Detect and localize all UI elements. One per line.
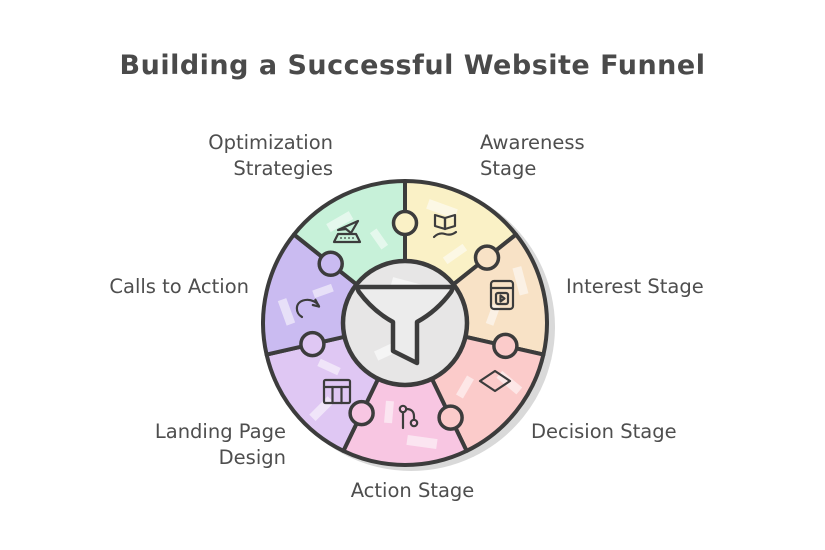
label-optimization-strategies: Optimization Strategies bbox=[208, 131, 333, 180]
launch-icon bbox=[332, 219, 362, 244]
funnel-icon bbox=[355, 284, 455, 366]
label-awareness-stage: Awareness Stage bbox=[480, 131, 585, 180]
label-action-stage: Action Stage bbox=[350, 479, 475, 502]
knob-action-landing bbox=[348, 399, 375, 427]
knob-awareness bbox=[391, 209, 419, 237]
puzzle-wheel bbox=[261, 179, 549, 467]
video-book-icon bbox=[489, 279, 515, 311]
wheel-group bbox=[261, 179, 549, 467]
label-interest-stage: Interest Stage bbox=[566, 275, 704, 298]
label-landing-page-design: Landing Page Design bbox=[154, 420, 286, 469]
knob-decision bbox=[492, 332, 519, 360]
page-title: Building a Successful Website Funnel bbox=[119, 50, 706, 81]
segment-action bbox=[341, 321, 469, 467]
label-calls-to-action: Calls to Action bbox=[109, 275, 249, 298]
label-decision-stage: Decision Stage bbox=[531, 420, 677, 443]
knob-decision-action bbox=[437, 404, 464, 431]
redo-arrow-icon bbox=[295, 298, 321, 319]
book-hand-icon bbox=[432, 213, 458, 239]
diamond-icon bbox=[478, 369, 512, 393]
puzzle-knobs bbox=[299, 209, 519, 431]
layout-icon bbox=[322, 378, 352, 405]
knob-landing-calls bbox=[299, 330, 326, 358]
knob-interest bbox=[473, 244, 501, 271]
segment-icons bbox=[295, 213, 515, 430]
git-branch-icon bbox=[398, 404, 419, 430]
paper-texture bbox=[277, 199, 529, 450]
knob-calls-optimization bbox=[317, 250, 344, 278]
